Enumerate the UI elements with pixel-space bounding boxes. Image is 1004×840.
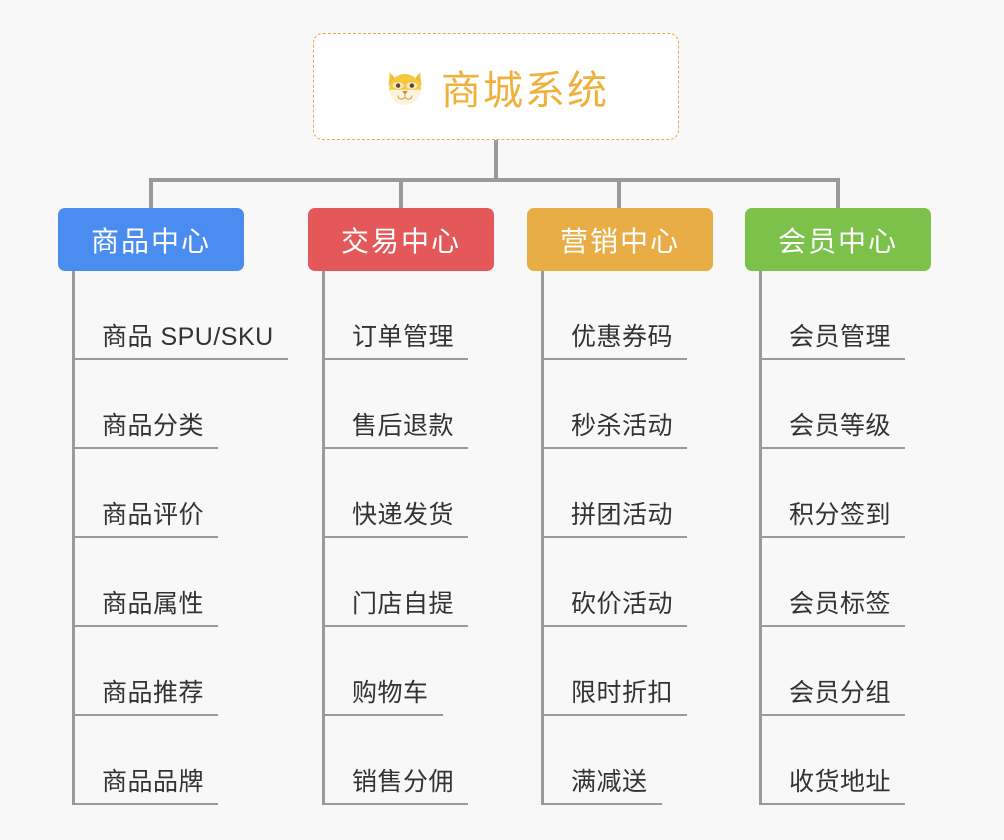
list-item[interactable]: 秒杀活动 bbox=[527, 360, 713, 449]
connector-horizontal-bus bbox=[149, 178, 840, 182]
leaf-label: 门店自提 bbox=[352, 590, 455, 618]
branch-header-label: 商品中心 bbox=[90, 225, 211, 257]
branch-header-label: 营销中心 bbox=[559, 225, 680, 257]
connector-drop-branch-1 bbox=[399, 178, 403, 210]
leaf-label: 售后退款 bbox=[352, 412, 455, 440]
leaf-label: 秒杀活动 bbox=[571, 412, 674, 440]
branch-body: 订单管理 售后退款 快递发货 门店自提 购物车 销售分佣 bbox=[308, 271, 494, 805]
branch-body: 商品 SPU/SKU 商品分类 商品评价 商品属性 商品推荐 商品品牌 bbox=[58, 271, 288, 805]
branch-spine bbox=[72, 271, 75, 805]
leaf-label: 商品 SPU/SKU bbox=[102, 323, 274, 351]
branch-header-label: 交易中心 bbox=[340, 225, 461, 257]
connector-drop-branch-3 bbox=[836, 178, 840, 210]
list-item[interactable]: 购物车 bbox=[308, 627, 494, 716]
leaf-label: 商品品牌 bbox=[102, 768, 205, 796]
leaf-label: 收货地址 bbox=[789, 768, 892, 796]
leaf-label: 商品属性 bbox=[102, 590, 205, 618]
leaf-label: 积分签到 bbox=[789, 501, 892, 529]
list-item[interactable]: 销售分佣 bbox=[308, 716, 494, 805]
list-item[interactable]: 快递发货 bbox=[308, 449, 494, 538]
list-item[interactable]: 售后退款 bbox=[308, 360, 494, 449]
leaf-label: 优惠券码 bbox=[571, 323, 674, 351]
list-item[interactable]: 商品推荐 bbox=[58, 627, 244, 716]
branch-header-member-center[interactable]: 会员中心 bbox=[745, 208, 931, 271]
list-item[interactable]: 积分签到 bbox=[745, 449, 931, 538]
branch-header-marketing-center[interactable]: 营销中心 bbox=[527, 208, 713, 271]
list-item[interactable]: 满减送 bbox=[527, 716, 713, 805]
list-item[interactable]: 商品评价 bbox=[58, 449, 244, 538]
connector-drop-branch-0 bbox=[149, 178, 153, 210]
leaf-label: 会员标签 bbox=[789, 590, 892, 618]
root-title: 商城系统 bbox=[441, 68, 609, 113]
branch-header-trade-center[interactable]: 交易中心 bbox=[308, 208, 494, 271]
list-item[interactable]: 优惠券码 bbox=[527, 271, 713, 360]
branch-column-member-center: 会员中心 会员管理 会员等级 积分签到 会员标签 会员分组 收货地址 bbox=[745, 208, 931, 805]
leaf-label: 商品评价 bbox=[102, 501, 205, 529]
list-item[interactable]: 砍价活动 bbox=[527, 538, 713, 627]
branch-header-label: 会员中心 bbox=[777, 225, 898, 257]
list-item[interactable]: 商品 SPU/SKU bbox=[58, 271, 288, 360]
branch-spine bbox=[541, 271, 544, 805]
leaf-label: 商品推荐 bbox=[102, 679, 205, 707]
branch-spine bbox=[322, 271, 325, 805]
list-item[interactable]: 订单管理 bbox=[308, 271, 494, 360]
leaf-label: 会员等级 bbox=[789, 412, 892, 440]
branch-header-product-center[interactable]: 商品中心 bbox=[58, 208, 244, 271]
connector-root-stem bbox=[494, 140, 498, 181]
list-item[interactable]: 收货地址 bbox=[745, 716, 931, 805]
leaf-label: 订单管理 bbox=[352, 323, 455, 351]
branch-body: 会员管理 会员等级 积分签到 会员标签 会员分组 收货地址 bbox=[745, 271, 931, 805]
list-item[interactable]: 商品品牌 bbox=[58, 716, 244, 805]
root-node-shopping-mall-system[interactable]: 商城系统 bbox=[313, 33, 679, 140]
leaf-label: 满减送 bbox=[571, 768, 648, 796]
list-item[interactable]: 商品属性 bbox=[58, 538, 244, 627]
leaf-label: 会员分组 bbox=[789, 679, 892, 707]
leaf-label: 会员管理 bbox=[789, 323, 892, 351]
leaf-label: 商品分类 bbox=[102, 412, 205, 440]
list-item[interactable]: 会员管理 bbox=[745, 271, 931, 360]
branch-body: 优惠券码 秒杀活动 拼团活动 砍价活动 限时折扣 满减送 bbox=[527, 271, 713, 805]
dog-face-icon bbox=[383, 65, 427, 109]
branch-column-product-center: 商品中心 商品 SPU/SKU 商品分类 商品评价 商品属性 商品推荐 商品品牌 bbox=[58, 208, 288, 805]
leaf-label: 限时折扣 bbox=[571, 679, 674, 707]
list-item[interactable]: 拼团活动 bbox=[527, 449, 713, 538]
leaf-label: 拼团活动 bbox=[571, 501, 674, 529]
list-item[interactable]: 门店自提 bbox=[308, 538, 494, 627]
branch-column-trade-center: 交易中心 订单管理 售后退款 快递发货 门店自提 购物车 销售分佣 bbox=[308, 208, 494, 805]
connector-drop-branch-2 bbox=[617, 178, 621, 210]
leaf-label: 购物车 bbox=[352, 679, 429, 707]
branch-spine bbox=[759, 271, 762, 805]
list-item[interactable]: 商品分类 bbox=[58, 360, 244, 449]
list-item[interactable]: 限时折扣 bbox=[527, 627, 713, 716]
list-item[interactable]: 会员分组 bbox=[745, 627, 931, 716]
leaf-label: 快递发货 bbox=[352, 501, 455, 529]
leaf-label: 砍价活动 bbox=[571, 590, 674, 618]
leaf-label: 销售分佣 bbox=[352, 768, 455, 796]
list-item[interactable]: 会员等级 bbox=[745, 360, 931, 449]
list-item[interactable]: 会员标签 bbox=[745, 538, 931, 627]
branch-column-marketing-center: 营销中心 优惠券码 秒杀活动 拼团活动 砍价活动 限时折扣 满减送 bbox=[527, 208, 713, 805]
